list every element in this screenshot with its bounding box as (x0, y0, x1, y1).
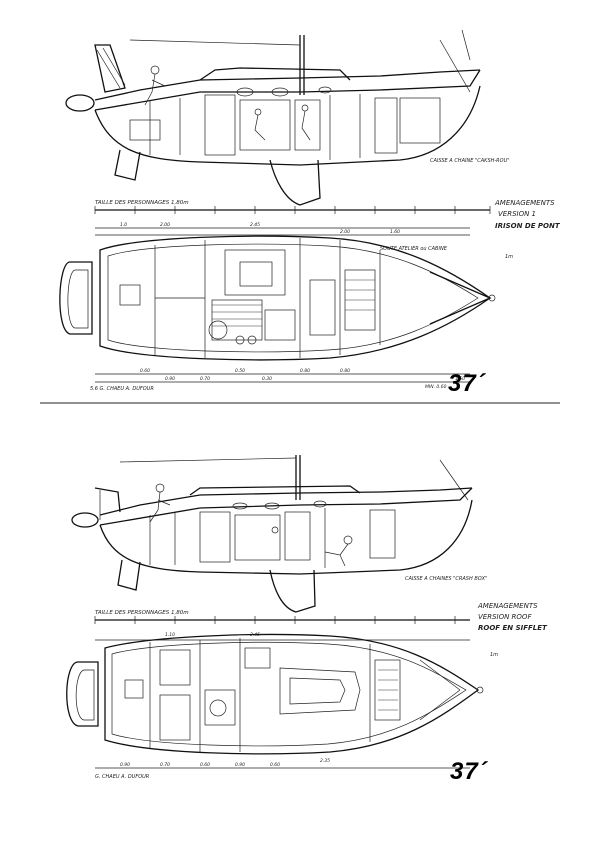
top-title-line1: AMENAGEMENTS (494, 199, 555, 207)
bottom-dim-label: 2.35 (320, 758, 330, 764)
top-dim-label: 0.30 (262, 376, 272, 382)
top-scale-label: TAILLE DES PERSONNAGES 1,80m (95, 200, 189, 206)
bottom-dim-label: 2.45 (250, 632, 260, 638)
top-dim-label: 1.60 (390, 229, 400, 235)
top-dim-label: 0.60 (140, 368, 150, 374)
bottom-credits: G. CHAEU A. DUFOUR (95, 774, 149, 780)
top-dim-label: 2.00 (340, 229, 350, 235)
top-dim-label: 0.50 (235, 368, 245, 374)
top-title-line2: VERSION 1 (498, 210, 536, 218)
top-dim-label: 0.80 (300, 368, 310, 374)
bottom-plan-view (66, 633, 484, 769)
bottom-dim-label: 0.90 (120, 762, 130, 768)
top-model-mark: 37´ (448, 370, 486, 397)
bottom-dim-label: 0.90 (235, 762, 245, 768)
bottom-model-mark: 37´ (450, 758, 488, 785)
bottom-title-line2: VERSION ROOF (478, 613, 532, 621)
top-credits: 5.6 G. CHAEU A. DUFOUR (90, 386, 154, 392)
bottom-dim-label: 0.70 (160, 762, 170, 768)
top-plan-view (59, 235, 496, 383)
top-caisse-label: CAISSE A CHAINE "CAKSH-ROU" (430, 158, 510, 164)
top-dim-label: MIN. 0.60 (425, 384, 447, 390)
bottom-caisse-label: CAISSE A CHAINES "CRASH BOX" (405, 576, 487, 582)
bottom-dim-label: 1.10 (165, 632, 175, 638)
top-dim-label: 0.80 (340, 368, 350, 374)
top-scale-ruler (94, 206, 491, 236)
bottom-scale-ruler (94, 616, 470, 641)
bottom-dim-label: 0.60 (270, 762, 280, 768)
top-dim-label: 1.50 (455, 376, 465, 382)
bottom-scale-label: TAILLE DES PERSONNAGES 1,80m (95, 610, 189, 616)
top-dim-label: 2.45 (250, 222, 260, 228)
top-dim-label: 2.00 (160, 222, 170, 228)
top-dim-label: 1.0 (120, 222, 127, 228)
top-dim-label: 0.90 (165, 376, 175, 382)
bottom-dim-label: 0.60 (200, 762, 210, 768)
bottom-title-line1: AMENAGEMENTS (477, 602, 538, 610)
top-scale-unit: 1m (505, 254, 513, 260)
top-dimension-labels: 1.0 2.00 2.45 2.00 1.60 0.60 0.90 0.70 0… (120, 222, 465, 390)
top-profile-view (65, 29, 481, 206)
top-dim-label: 0.70 (200, 376, 210, 382)
bottom-dimension-labels: 1.10 2.45 0.90 0.70 0.60 0.90 0.60 2.35 (120, 632, 330, 768)
bottom-profile-view (71, 455, 473, 613)
top-soute-label: SOUTE ATELIER ou CABINE (380, 246, 448, 252)
top-title-line3: IRISON DE PONT (495, 222, 561, 230)
bottom-scale-unit: 1m (490, 652, 498, 658)
bottom-title-line3: ROOF EN SIFFLET (478, 624, 548, 632)
